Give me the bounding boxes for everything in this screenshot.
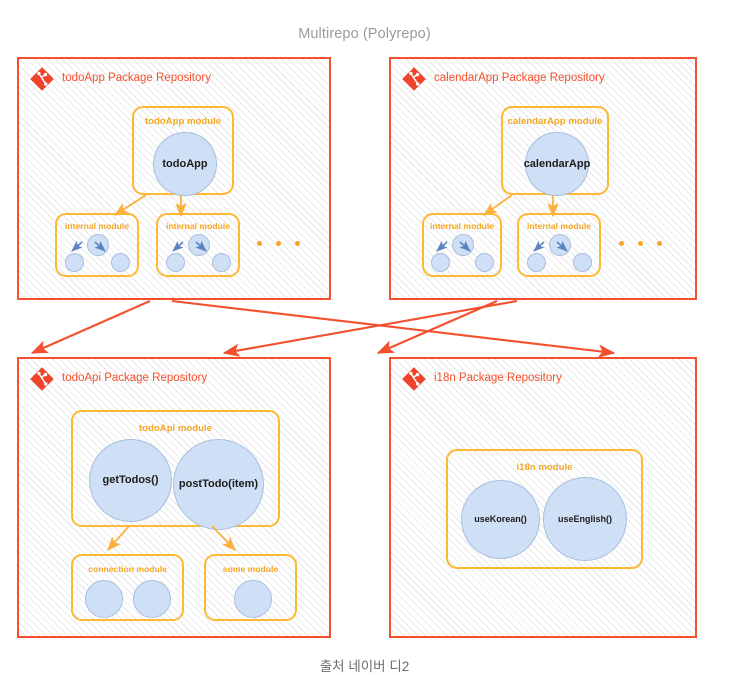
module-label: calendarApp module [507, 116, 603, 127]
node-circle [234, 580, 272, 618]
ellipsis-dots [257, 241, 300, 246]
module-box-todoapp: todoApp module todoApp [132, 106, 234, 196]
repository-box-calendarapp: calendarApp Package Repository calendarA… [389, 57, 697, 300]
ellipsis-dot [295, 241, 300, 246]
module-label: todoApi module [138, 423, 212, 434]
repository-title: i18n Package Repository [434, 372, 562, 385]
module-box-todoapi: todoApi module getTodos() postTodo(item) [71, 410, 280, 530]
repository-header-todoapp: todoApp Package Repository [29, 66, 211, 92]
internal-module-box: internal module [55, 213, 139, 277]
git-repository-icon [30, 67, 54, 91]
module-label: internal module [527, 221, 591, 231]
internal-module-box: internal module [156, 213, 240, 277]
node-circle [452, 234, 474, 256]
module-box-connection: connection module [71, 554, 184, 621]
node-label: getTodos() [102, 474, 159, 486]
repository-box-todoapi: todoApi Package Repository todoApi modul… [17, 357, 331, 638]
node-circle [212, 253, 231, 272]
repository-box-todoapp: todoApp Package Repository todoApp modul… [17, 57, 331, 300]
ellipsis-dot [276, 241, 281, 246]
repository-header-i18n: i18n Package Repository [401, 366, 562, 392]
node-label: postTodo(item) [178, 478, 259, 490]
node-circle [549, 234, 571, 256]
module-label: internal module [65, 221, 129, 231]
node-circle: getTodos() [89, 439, 172, 522]
module-label: internal module [430, 221, 494, 231]
node-circle [65, 253, 84, 272]
dependency-arrow-todoapp-to-todoapi [30, 300, 151, 354]
node-circle: todoApp [153, 132, 217, 196]
node-circle [573, 253, 592, 272]
module-label: internal module [166, 221, 230, 231]
node-circle [85, 580, 123, 618]
node-label: todoApp [162, 157, 208, 170]
node-label: calendarApp [523, 157, 591, 170]
repository-header-todoapi: todoApi Package Repository [29, 366, 207, 392]
module-box-i18n: i18n module useKorean() useEnglish() [446, 449, 643, 569]
ellipsis-dot [638, 241, 643, 246]
node-circle [133, 580, 171, 618]
page-title: Multirepo (Polyrepo) [298, 26, 431, 42]
ellipsis-dot [657, 241, 662, 246]
repository-box-i18n: i18n Package Repository i18n module useK… [389, 357, 697, 638]
module-label: some module [222, 564, 279, 574]
module-label: i18n module [516, 462, 573, 473]
dependency-arrow-calendarapp-to-todoapi [222, 299, 518, 357]
dependency-arrow-todoapp-to-i18n [171, 299, 616, 358]
internal-module-box: internal module [422, 213, 502, 277]
node-circle [87, 234, 109, 256]
module-box-calendarapp: calendarApp module calendarApp [501, 106, 609, 196]
node-circle [166, 253, 185, 272]
git-repository-icon [402, 67, 426, 91]
dependency-arrow-group [30, 299, 616, 358]
module-box-some: some module [204, 554, 297, 621]
node-circle [527, 253, 546, 272]
git-repository-icon [30, 367, 54, 391]
node-circle [475, 253, 494, 272]
module-label: todoApp module [144, 116, 222, 127]
ellipsis-dot [257, 241, 262, 246]
repository-title: todoApi Package Repository [62, 372, 208, 385]
node-circle [431, 253, 450, 272]
node-circle: postTodo(item) [173, 439, 264, 530]
git-repository-icon [402, 367, 426, 391]
repository-title: todoApp Package Repository [62, 72, 211, 85]
repository-title: calendarApp Package Repository [434, 72, 605, 85]
dependency-arrow-calendarapp-to-i18n [376, 300, 498, 354]
node-circle [111, 253, 130, 272]
source-caption: 출처 네이버 디2 [319, 659, 410, 674]
module-label: connection module [88, 564, 167, 574]
node-label: useKorean() [474, 514, 527, 524]
ellipsis-dots [619, 241, 662, 246]
node-label: useEnglish() [557, 513, 612, 524]
node-circle: useEnglish() [543, 477, 627, 561]
node-circle: calendarApp [523, 132, 591, 196]
node-circle [188, 234, 210, 256]
repository-header-calendarapp: calendarApp Package Repository [401, 66, 605, 92]
ellipsis-dot [619, 241, 624, 246]
internal-module-box: internal module [517, 213, 601, 277]
node-circle: useKorean() [461, 480, 540, 559]
